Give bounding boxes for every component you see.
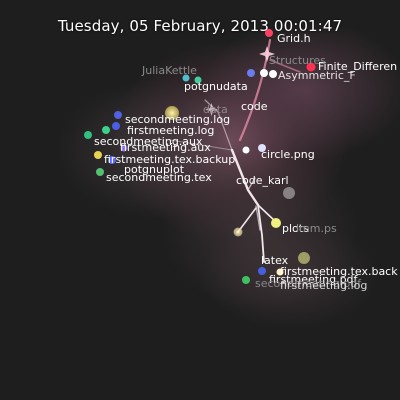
node-teal-pot (194, 76, 202, 84)
node-cream-left (233, 227, 243, 237)
node-green-latex (242, 276, 250, 284)
edge-branch-lmm (255, 205, 261, 231)
edge-root-right (269, 59, 301, 73)
labels: Grid.h Structures Finite_Differen Asymme… (94, 32, 398, 292)
node-cream-bottom (276, 268, 284, 276)
label-firstmeeting-log-2: firstmeeting.log (280, 279, 367, 292)
node-green-1 (84, 131, 92, 139)
sparkle-top (259, 46, 275, 62)
node-grey-karl (283, 187, 295, 199)
node-blue-log (114, 111, 122, 119)
label-latex: latex (261, 254, 289, 267)
label-plots: plots (282, 222, 309, 235)
node-yellow-big (165, 106, 179, 120)
label-potgnudata: potgnudata (184, 80, 248, 93)
node-olive-latex (298, 252, 310, 264)
label-code: code (241, 100, 268, 113)
label-structures: Structures (269, 54, 326, 67)
label-potgnuplot: potgnuplot (124, 163, 185, 176)
node-finite-diff (306, 62, 316, 72)
node-cyan-julia (182, 74, 190, 82)
edge-branch-down (257, 204, 265, 263)
label-firstmeeting-tex-back: firstmeeting.tex.back (280, 265, 398, 278)
label-asymmetric: Asymmetric_F (278, 69, 356, 82)
edge-code-karl (247, 177, 256, 191)
label-secondmeeting-aux: secondmeeting.aux (94, 135, 203, 148)
node-blue-latex (258, 267, 266, 275)
label-code-karl: code_karl (236, 174, 289, 187)
node-green-3 (96, 168, 104, 176)
label-lmm-ps: lmm.ps (296, 222, 337, 235)
node-blue-log2 (112, 122, 120, 130)
sparkle-mid (205, 103, 218, 116)
label-secondmeeting-tex: secondmeeting.tex (106, 171, 212, 184)
node-white-1 (260, 69, 268, 77)
node-yellow-plots (271, 218, 281, 228)
edge-branch-left (237, 207, 257, 233)
node-grid-h (265, 29, 273, 37)
nodes (84, 29, 316, 284)
label-firstmeeting-aux: firstmeeting.aux (120, 141, 211, 154)
node-white-2 (269, 70, 277, 78)
node-white-circle (258, 144, 266, 152)
label-finite-difference: Finite_Differen (318, 60, 397, 73)
label-secondmeeting-log: secondmeeting.log (125, 113, 230, 126)
label-firstmeeting-pdf: firstmeeting.pdf (269, 273, 359, 286)
edges (169, 38, 301, 263)
node-white-aux (242, 146, 250, 154)
label-data: data (203, 103, 228, 116)
node-blue-2 (108, 156, 116, 164)
label-firstmeeting-log: firstmeeting.log (127, 124, 214, 137)
edge-data (204, 99, 233, 151)
label-grid-h: Grid.h (277, 32, 311, 45)
edge-left-cluster (169, 139, 233, 151)
node-blue-1 (247, 69, 255, 77)
node-green-2 (102, 126, 110, 134)
node-yellow-2 (94, 151, 102, 159)
node-sparkles (205, 46, 275, 116)
label-firstmeeting-tex-backup: firstmeeting.tex.backup (104, 153, 235, 166)
label-circle-png: circle.png (261, 148, 315, 161)
node-purple-1 (120, 144, 128, 152)
label-julia-kettle: JuliaKettle (141, 64, 197, 77)
label-secondmeeting-pdf: secondmeeting.pdf (255, 277, 362, 290)
